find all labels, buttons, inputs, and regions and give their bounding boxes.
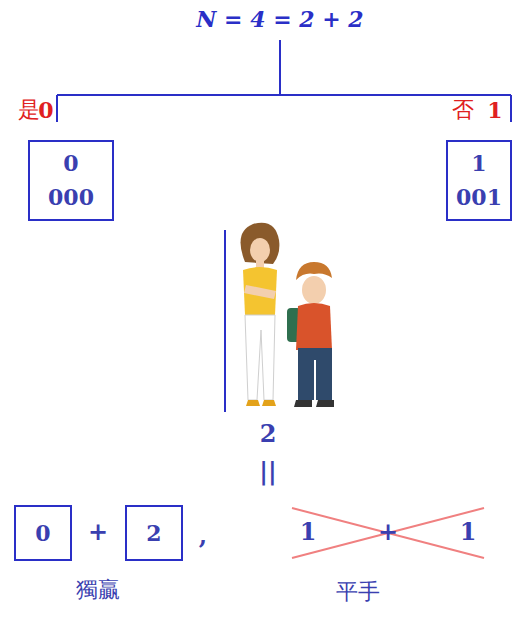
value-box: 1001 [446, 140, 512, 221]
box-text: 0 [35, 520, 50, 546]
title-formula: N = 4 = 2 + 2 [196, 6, 363, 32]
math-label: || [259, 459, 276, 485]
value-box: 0000 [28, 140, 114, 221]
box-text: 2 [146, 520, 161, 546]
math-label: 平手 [336, 580, 380, 604]
box-text: 1 [471, 150, 486, 176]
math-label: 0 [38, 98, 53, 122]
math-label: 1 [460, 519, 477, 545]
box-text: 000 [48, 184, 94, 210]
math-label: 是 [18, 98, 40, 122]
tree-lines [57, 40, 511, 412]
box-text: 001 [456, 184, 502, 210]
math-label: 1 [300, 519, 317, 545]
value-box: 2 [125, 505, 183, 561]
math-label: 2 [260, 421, 277, 447]
value-box: 0 [14, 505, 72, 561]
math-label: 1 [487, 98, 502, 122]
math-label: + [378, 519, 398, 545]
math-label: 獨贏 [76, 578, 120, 602]
girl-figure [241, 223, 280, 406]
boy-figure [287, 262, 334, 407]
cross-out [292, 508, 484, 558]
box-text: 0 [63, 150, 78, 176]
math-label: + [88, 519, 108, 545]
math-label: , [199, 523, 207, 549]
math-label: 否 [452, 98, 474, 122]
